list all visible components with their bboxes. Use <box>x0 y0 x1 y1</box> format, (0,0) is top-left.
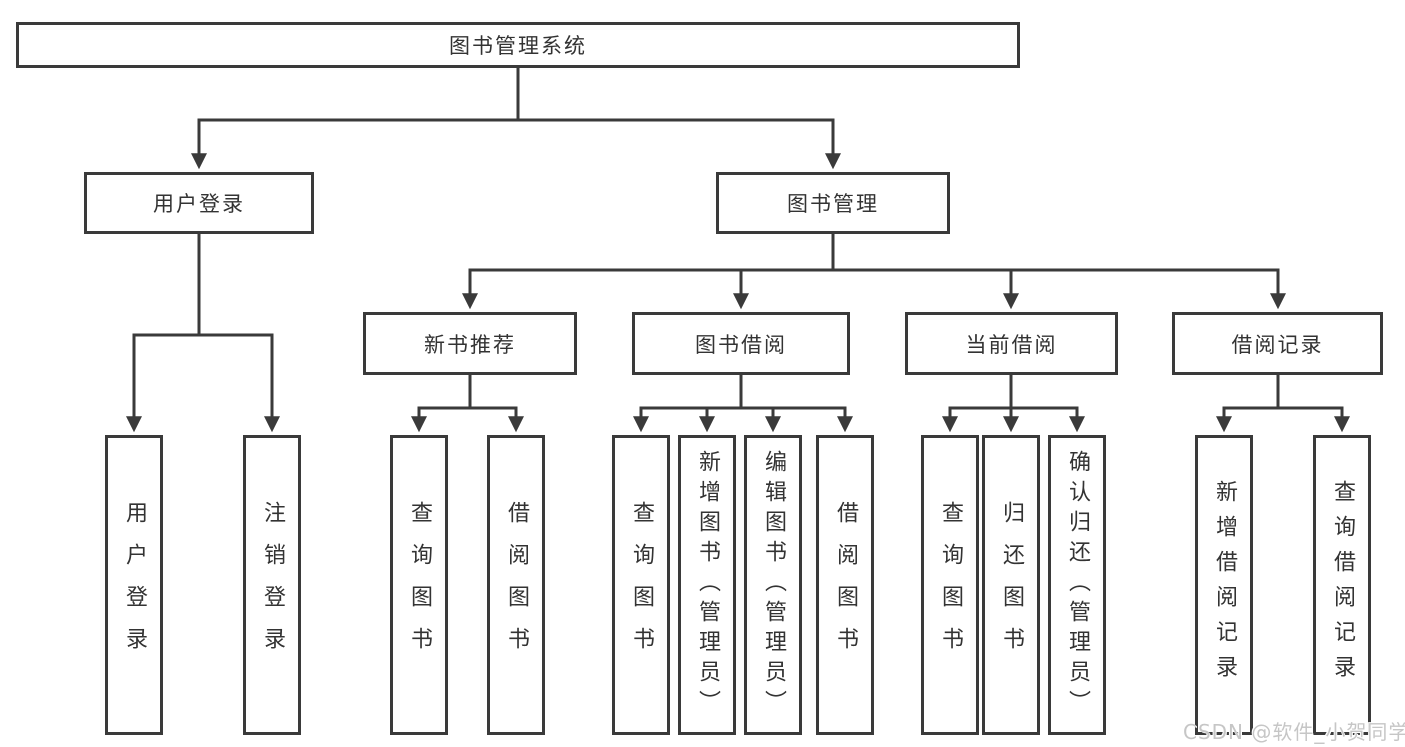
node-current-borrow: 当前借阅 <box>905 312 1118 375</box>
leaf-user-login: 用户登录 <box>105 435 163 735</box>
node-book-borrow: 图书借阅 <box>632 312 850 375</box>
leaf-query-books-current: 查询图书 <box>921 435 979 735</box>
leaf-edit-book-admin: 编辑图书（管理员） <box>744 435 802 735</box>
leaf-add-borrow-record: 新增借阅记录 <box>1195 435 1253 735</box>
leaf-add-book-admin: 新增图书（管理员） <box>678 435 736 735</box>
leaf-borrow-books: 借阅图书 <box>816 435 874 735</box>
csdn-watermark: CSDN @软件_小贺同学 <box>1183 720 1405 744</box>
node-user-login: 用户登录 <box>84 172 314 234</box>
leaf-query-books-borrow: 查询图书 <box>612 435 670 735</box>
leaf-logout: 注销登录 <box>243 435 301 735</box>
leaf-return-book: 归还图书 <box>982 435 1040 735</box>
node-root-system: 图书管理系统 <box>16 22 1020 68</box>
leaf-confirm-return-admin: 确认归还（管理员） <box>1048 435 1106 735</box>
leaf-query-borrow-record: 查询借阅记录 <box>1313 435 1371 735</box>
node-new-book-recommend: 新书推荐 <box>363 312 577 375</box>
node-book-management: 图书管理 <box>716 172 950 234</box>
node-borrow-records: 借阅记录 <box>1172 312 1383 375</box>
leaf-borrow-books-recommend: 借阅图书 <box>487 435 545 735</box>
leaf-query-books-recommend: 查询图书 <box>390 435 448 735</box>
